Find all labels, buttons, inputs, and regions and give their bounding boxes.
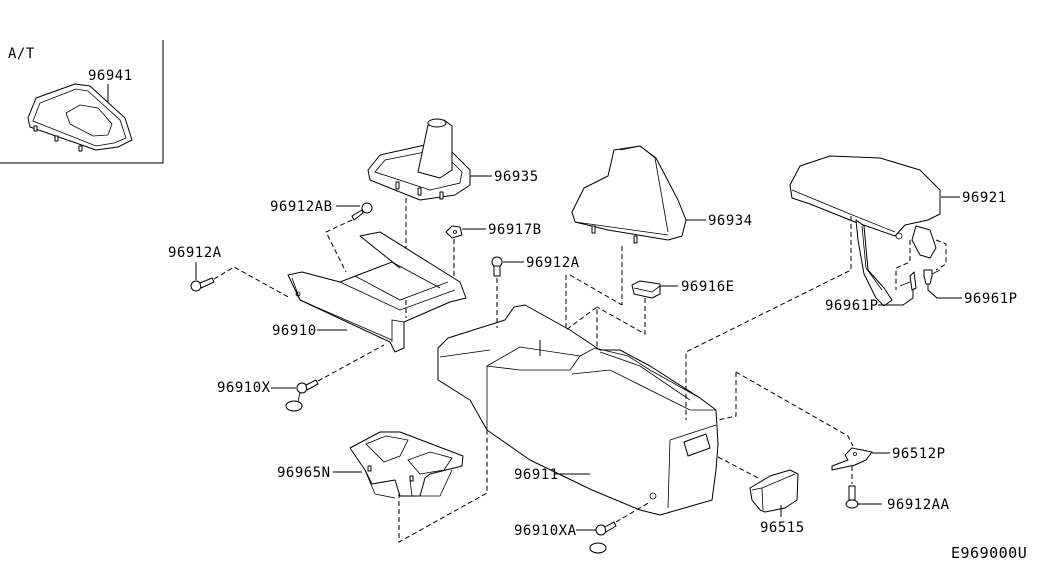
callout-96912AB[interactable]: 96912AB xyxy=(270,199,333,215)
callout-96917B[interactable]: 96917B xyxy=(488,222,542,238)
part-96916E-pad[interactable] xyxy=(631,280,661,299)
part-96910X-bulb-socket[interactable] xyxy=(285,379,319,412)
dash-96910X xyxy=(317,344,385,382)
part-96965N-cup-holder[interactable] xyxy=(349,431,464,499)
part-96910-console-tray[interactable] xyxy=(287,231,467,353)
dash-96934-diag xyxy=(569,274,623,306)
callout-96512P[interactable]: 96512P xyxy=(892,446,946,462)
part-96911-center-console[interactable] xyxy=(437,304,719,516)
leader-96961P-left xyxy=(878,290,914,306)
callout-96961P-left[interactable]: 96961P xyxy=(825,298,879,314)
part-96961P-screw-right[interactable] xyxy=(923,269,941,285)
part-96917B-clip[interactable] xyxy=(445,225,463,239)
part-96912A-screw-center[interactable] xyxy=(491,256,503,277)
callout-96912AA[interactable]: 96912AA xyxy=(887,497,950,513)
callout-96910X[interactable]: 96910X xyxy=(217,380,271,396)
callout-96515[interactable]: 96515 xyxy=(760,520,805,536)
inset-at: A/T 96941 xyxy=(0,40,164,164)
callout-96912A-left[interactable]: 96912A xyxy=(168,245,222,261)
part-96912AB-screw[interactable] xyxy=(351,202,373,221)
dash-96512P-left xyxy=(717,372,737,421)
dash-armrest-l xyxy=(895,240,911,290)
inset-title: A/T xyxy=(8,46,35,62)
dash-96512P xyxy=(735,371,854,447)
part-96934-console-cover[interactable] xyxy=(571,145,687,244)
leader-96961P-right xyxy=(927,284,962,299)
part-96512P-bracket[interactable] xyxy=(831,447,873,471)
callout-96910XA[interactable]: 96910XA xyxy=(514,523,577,539)
callout-96912A-center[interactable]: 96912A xyxy=(526,255,580,271)
callout-96934[interactable]: 96934 xyxy=(708,213,753,229)
part-96935-shift-boot[interactable] xyxy=(367,118,471,201)
callout-96965N[interactable]: 96965N xyxy=(277,465,331,481)
dash-96912AB xyxy=(325,219,353,273)
part-96910XA-bulb-socket[interactable] xyxy=(589,521,617,554)
dash-96921 xyxy=(685,216,852,420)
part-96912AA-screw[interactable] xyxy=(845,485,859,509)
callout-96916E[interactable]: 96916E xyxy=(681,279,735,295)
dash-96916E xyxy=(596,298,646,335)
dash-96934-left xyxy=(565,275,598,350)
part-96921-armrest[interactable] xyxy=(789,155,941,307)
dash-armrest-r xyxy=(935,239,947,271)
callout-96910[interactable]: 96910 xyxy=(272,323,317,339)
callout-96961P-right[interactable]: 96961P xyxy=(964,291,1018,307)
callout-96941[interactable]: 96941 xyxy=(88,68,133,84)
part-96515-pocket[interactable] xyxy=(749,469,799,513)
callout-96911[interactable]: 96911 xyxy=(514,467,559,483)
part-96912A-screw-left[interactable] xyxy=(190,277,215,292)
callout-96935[interactable]: 96935 xyxy=(494,169,539,185)
inset-border xyxy=(0,40,164,164)
part-96961P-screw-left[interactable] xyxy=(899,271,917,291)
dash-96910XA xyxy=(615,501,651,523)
diagram-code: E969000U xyxy=(951,544,1027,562)
dash-96515 xyxy=(717,456,761,480)
part-96941-shift-finisher[interactable] xyxy=(27,83,133,152)
callout-96921[interactable]: 96921 xyxy=(962,190,1007,206)
dash-96912A-left xyxy=(213,266,291,299)
